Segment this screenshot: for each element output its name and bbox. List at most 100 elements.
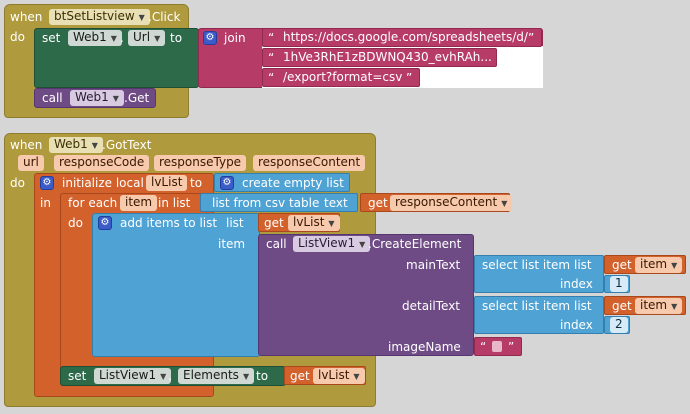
component-dropdown-web1[interactable]: Web1▼ bbox=[49, 137, 103, 153]
quote-close: ” bbox=[528, 31, 535, 45]
index-label: index bbox=[560, 277, 593, 291]
list-label: list bbox=[226, 216, 244, 230]
loop-var-item[interactable]: item bbox=[120, 195, 158, 211]
get-label: get bbox=[290, 369, 310, 383]
web1-call-dropdown[interactable]: Web1▼ bbox=[70, 90, 124, 106]
chevron-down-icon: ▼ bbox=[138, 13, 145, 22]
set-label: set bbox=[42, 31, 61, 45]
add-items-label: add items to list bbox=[120, 216, 218, 230]
mutator-gear-icon[interactable]: ⚙ bbox=[98, 216, 112, 230]
empty-string-field[interactable] bbox=[492, 341, 502, 352]
param-responsetype[interactable]: responseType bbox=[154, 155, 247, 171]
to-label: to bbox=[256, 369, 269, 383]
chevron-down-icon: ▼ bbox=[671, 302, 678, 311]
string-text-2[interactable]: 1hVe3RhE1zBDWNQ430_evhRAh... bbox=[283, 50, 492, 64]
add-items-to-list-block[interactable] bbox=[92, 213, 260, 357]
do-label: do bbox=[10, 30, 25, 44]
get-label: get bbox=[612, 258, 632, 272]
to-label: to bbox=[190, 176, 203, 190]
call-label: call bbox=[42, 91, 63, 105]
chevron-down-icon: ▼ bbox=[110, 34, 117, 43]
in-label: in bbox=[40, 196, 51, 210]
chevron-down-icon: ▼ bbox=[671, 261, 678, 270]
chevron-down-icon: ▼ bbox=[501, 199, 508, 208]
chevron-down-icon: ▼ bbox=[328, 219, 335, 228]
index-label: index bbox=[560, 318, 593, 332]
quote-open: “ bbox=[480, 340, 487, 354]
var-lvlist[interactable]: lvList bbox=[146, 175, 188, 191]
select-item-label: select list item bbox=[482, 299, 571, 313]
string-block-1[interactable] bbox=[262, 28, 542, 47]
text-label: text bbox=[324, 196, 348, 210]
select-list-item-block-2[interactable] bbox=[474, 296, 604, 334]
select-item-label: select list item bbox=[482, 258, 571, 272]
string-text-1[interactable]: https://docs.google.com/spreadsheets/d/ bbox=[283, 30, 528, 44]
get-responsecontent-dropdown[interactable]: responseContent▼ bbox=[390, 195, 513, 211]
in-list-label: in list bbox=[158, 196, 191, 210]
chevron-down-icon: ▼ bbox=[154, 34, 161, 43]
for-each-label: for each bbox=[68, 196, 118, 210]
chevron-down-icon: ▼ bbox=[359, 240, 366, 249]
dot-label: . bbox=[120, 31, 124, 45]
chevron-down-icon: ▼ bbox=[353, 372, 360, 381]
get-lvlist-dropdown-2[interactable]: lvList▼ bbox=[313, 368, 365, 384]
listview1-set-dropdown[interactable]: ListView1▼ bbox=[94, 368, 172, 384]
chevron-down-icon: ▼ bbox=[91, 141, 98, 150]
when-label: when bbox=[10, 138, 43, 152]
get-label: get bbox=[264, 216, 284, 230]
chevron-down-icon: ▼ bbox=[160, 372, 167, 381]
quote-close: ” bbox=[508, 340, 515, 354]
create-element-block[interactable] bbox=[258, 234, 474, 356]
maintext-label: mainText bbox=[406, 258, 461, 272]
listview1-call-dropdown[interactable]: ListView1▼ bbox=[293, 236, 371, 252]
to-label: to bbox=[170, 31, 183, 45]
param-responsecode[interactable]: responseCode bbox=[54, 155, 150, 171]
param-url[interactable]: url bbox=[18, 155, 44, 171]
list-from-csv-block[interactable] bbox=[200, 193, 358, 212]
call-label: call bbox=[266, 237, 287, 251]
do-label: do bbox=[10, 176, 25, 190]
component-dropdown-btsetlistview[interactable]: btSetListview▼ bbox=[49, 9, 150, 25]
init-label: initialize local bbox=[62, 176, 144, 190]
event-name: .Click bbox=[148, 10, 181, 24]
join-label: join bbox=[224, 31, 246, 45]
item-label: item bbox=[218, 237, 246, 251]
set-label: set bbox=[68, 369, 87, 383]
method-name: .Get bbox=[124, 91, 150, 105]
imagename-label: imageName bbox=[388, 340, 461, 354]
quote-open: “ bbox=[268, 51, 275, 65]
get-item-dropdown-1[interactable]: item▼ bbox=[635, 257, 683, 273]
mutator-gear-icon[interactable]: ⚙ bbox=[203, 31, 217, 45]
get-label: get bbox=[612, 299, 632, 313]
get-label: get bbox=[368, 196, 388, 210]
create-empty-label: create empty list bbox=[242, 176, 344, 190]
string-block-2[interactable] bbox=[262, 48, 497, 67]
quote-open: “ bbox=[268, 31, 275, 45]
elements-property-dropdown[interactable]: Elements▼ bbox=[178, 368, 255, 384]
chevron-down-icon: ▼ bbox=[112, 94, 119, 103]
chevron-down-icon: ▼ bbox=[242, 372, 250, 381]
event-name: .GotText bbox=[102, 138, 152, 152]
mutator-gear-icon[interactable]: ⚙ bbox=[220, 176, 234, 190]
mutator-gear-icon[interactable]: ⚙ bbox=[40, 176, 54, 190]
url-property-dropdown[interactable]: Url▼ bbox=[128, 30, 166, 46]
string-text-3[interactable]: /export?format=csv bbox=[283, 70, 403, 84]
select-list-item-block-1[interactable] bbox=[474, 255, 604, 293]
create-empty-list-block[interactable] bbox=[214, 173, 350, 192]
string-block-3[interactable] bbox=[262, 68, 420, 87]
get-lvlist-dropdown[interactable]: lvList▼ bbox=[288, 215, 340, 231]
index-value-2[interactable]: 2 bbox=[610, 317, 628, 333]
list-label: list bbox=[574, 299, 592, 313]
dot-label: . bbox=[168, 369, 172, 383]
method-name: .CreateElement bbox=[368, 237, 462, 251]
get-item-dropdown-2[interactable]: item▼ bbox=[635, 298, 683, 314]
from-csv-label: list from csv table bbox=[212, 196, 320, 210]
quote-open: “ bbox=[268, 71, 275, 85]
index-value-1[interactable]: 1 bbox=[610, 276, 628, 292]
when-label: when bbox=[10, 10, 43, 24]
param-responsecontent[interactable]: responseContent bbox=[253, 155, 366, 171]
web1-component-dropdown[interactable]: Web1▼ bbox=[68, 30, 122, 46]
loop-do-label: do bbox=[68, 216, 83, 230]
list-label: list bbox=[574, 258, 592, 272]
quote-close: ” bbox=[406, 71, 413, 85]
